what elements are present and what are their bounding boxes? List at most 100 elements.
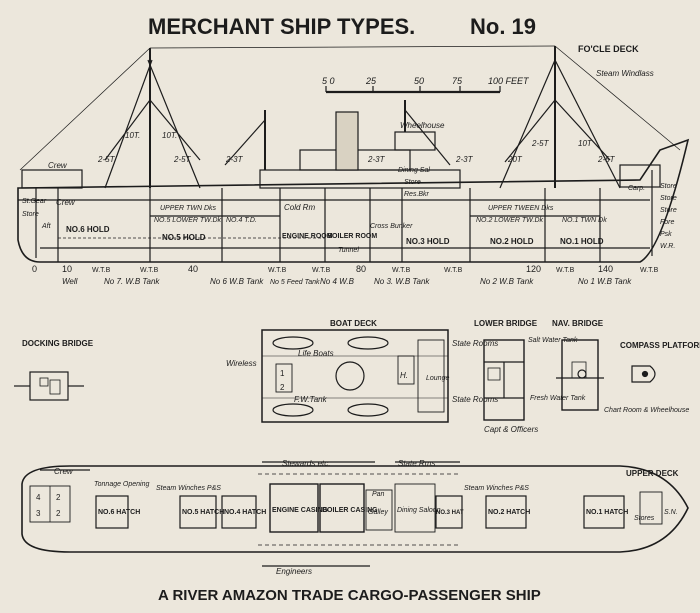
- wheelhouse-label: Wheelhouse: [400, 121, 445, 130]
- tank-label: No 6 W.B Tank: [210, 277, 264, 286]
- carp-label: Carp.: [628, 185, 645, 192]
- scale-bar: [325, 86, 501, 94]
- no1-hold-label: NO.1 HOLD: [560, 237, 604, 246]
- cabin-number: 2: [280, 383, 285, 392]
- fw-tank-label: F.W.Tank: [294, 395, 328, 404]
- cabin-number: 4: [36, 493, 41, 502]
- tank-labels: Well No 7. W.B Tank No 6 W.B Tank No 5 F…: [62, 277, 632, 286]
- crew-profile-label: Crew: [48, 161, 68, 170]
- scale-labels: 5 0 25 50 75 100 FEET: [322, 76, 530, 86]
- h-label: H.: [400, 371, 408, 380]
- stores-label: Stores: [634, 515, 655, 522]
- engineers-label: Engineers: [276, 567, 312, 576]
- state-rooms-label: State Rooms: [452, 339, 498, 348]
- tank-label: No 1 W.B Tank: [578, 277, 632, 286]
- wtb-label: W.T.B: [640, 267, 659, 274]
- chart-room-label: Chart Room & Wheelhouse: [604, 407, 689, 414]
- tunnel-label: Tunnel: [338, 247, 359, 254]
- hatch-label: NO.5 HATCH: [182, 509, 224, 516]
- no6-hold-label: NO.6 HOLD: [66, 225, 110, 234]
- frame-number: 120: [526, 264, 541, 274]
- frame-number: 40: [188, 264, 198, 274]
- pan-label: Pan: [372, 491, 385, 498]
- state-rms-label: State Rms: [398, 459, 435, 468]
- plate-title: MERCHANT SHIP TYPES. No. 19: [148, 14, 536, 39]
- lounge-label: Lounge: [426, 375, 449, 382]
- psk-label: Psk: [660, 231, 672, 238]
- wtb-label: W.T.B: [392, 267, 411, 274]
- no1-twn-label: NO.1 TWN Dk: [562, 217, 607, 224]
- dining-sal-label: Dining Sal: [398, 167, 430, 174]
- lower-bridge-title: LOWER BRIDGE: [474, 319, 538, 328]
- res-bkr-label: Res.Bkr: [404, 191, 430, 198]
- frame-number: 140: [598, 264, 613, 274]
- plate-number: No. 19: [470, 14, 536, 39]
- store-fwd2-label: Store: [660, 195, 677, 202]
- tank-label: Well: [62, 277, 78, 286]
- frame-number: 10: [62, 264, 72, 274]
- derrick-label: 2-5T: [173, 155, 192, 164]
- hatch-label: NO.2 HATCH: [488, 509, 530, 516]
- no4-td-label: NO.4 T.D.: [226, 217, 257, 224]
- hatch-label: NO.3 HAT: [436, 510, 464, 516]
- tank-label: No 4 W.B: [320, 277, 355, 286]
- steam-windlass-label: Steam Windlass: [596, 69, 654, 78]
- derrick-label: 10T.: [125, 131, 140, 140]
- sn-label: S.N.: [664, 509, 678, 516]
- capt-officers-label: Capt & Officers: [484, 425, 538, 434]
- ship-profile: [17, 45, 690, 263]
- wtb-label: W.T.B: [444, 267, 463, 274]
- hull-outline: [17, 138, 690, 263]
- store-mid-label: Store: [404, 179, 421, 186]
- upper-deck-labels: UPPER DECK Crew Tonnage Opening Stewards…: [36, 459, 679, 576]
- store-fwd3-label: Store: [660, 207, 677, 214]
- upper-deck-plan: [21, 461, 689, 567]
- focle-deck-label: FO'CLE DECK: [578, 44, 639, 54]
- lower-bridge-plan: [483, 339, 525, 421]
- tank-label: No 2 W.B Tank: [480, 277, 534, 286]
- scale-tick-0: 5 0: [322, 76, 335, 86]
- tank-label: No 3. W.B Tank: [374, 277, 430, 286]
- upper-tween-fwd-label: UPPER TWEEN Dks: [488, 205, 554, 212]
- engine-casing-label: ENGINE CASING: [272, 507, 329, 514]
- frame-number: 80: [356, 264, 366, 274]
- scale-tick-3: 75: [452, 76, 463, 86]
- derrick-label: 2-5T: [597, 155, 616, 164]
- wtb-labels: W.T.B W.T.B W.T.B W.T.B W.T.B W.T.B W.T.…: [92, 267, 659, 274]
- dining-saloon-label: Dining Saloon: [397, 507, 441, 514]
- boat-deck-title: BOAT DECK: [330, 319, 377, 328]
- wtb-label: W.T.B: [556, 267, 575, 274]
- frame-number: 0: [32, 264, 37, 274]
- docking-bridge-plan: [14, 371, 84, 401]
- compass-platform-plan: [631, 365, 656, 383]
- hatch-label: NO.6 HATCH: [98, 509, 140, 516]
- stewards-label: Stewards etc.: [282, 459, 330, 468]
- cross-bunker-label: Cross Bunker: [370, 223, 413, 230]
- upper-twn-aft-label: UPPER TWN Dks: [160, 205, 217, 212]
- wr-label: W.R.: [660, 243, 675, 250]
- derrick-label: 10T: [578, 139, 593, 148]
- cabin-number: 3: [36, 509, 41, 518]
- wtb-label: W.T.B: [92, 267, 111, 274]
- wtb-label: W.T.B: [140, 267, 159, 274]
- derrick-label: 10T.: [162, 131, 177, 140]
- compass-platform-title: COMPASS PLATFORM: [620, 341, 700, 350]
- derrick-label: 20T: [507, 155, 523, 164]
- steam-winches-aft-label: Steam Winches P&S: [156, 485, 221, 492]
- derrick-label: 2-3T: [455, 155, 474, 164]
- crew-deck-label: Crew: [54, 467, 74, 476]
- derrick-label: 2-5T: [97, 155, 116, 164]
- boiler-room-label: BOILER ROOM: [327, 233, 377, 240]
- deck-outline: [21, 465, 689, 553]
- wtb-label: W.T.B: [268, 267, 287, 274]
- derrick-label: 2-5T: [531, 139, 550, 148]
- profile-labels: FO'CLE DECK Steam Windlass Wheelhouse Cr…: [22, 44, 677, 254]
- nav-bridge-plan: [556, 339, 604, 411]
- hatch-label: NO.4 HATCH: [224, 509, 266, 516]
- boat-deck-plan: [261, 329, 449, 423]
- scale-tick-2: 50: [414, 76, 424, 86]
- st-gear-label: St.Gear: [22, 198, 47, 205]
- fore-label: Fore: [660, 219, 675, 226]
- steam-winches-fwd-label: Steam Winches P&S: [464, 485, 529, 492]
